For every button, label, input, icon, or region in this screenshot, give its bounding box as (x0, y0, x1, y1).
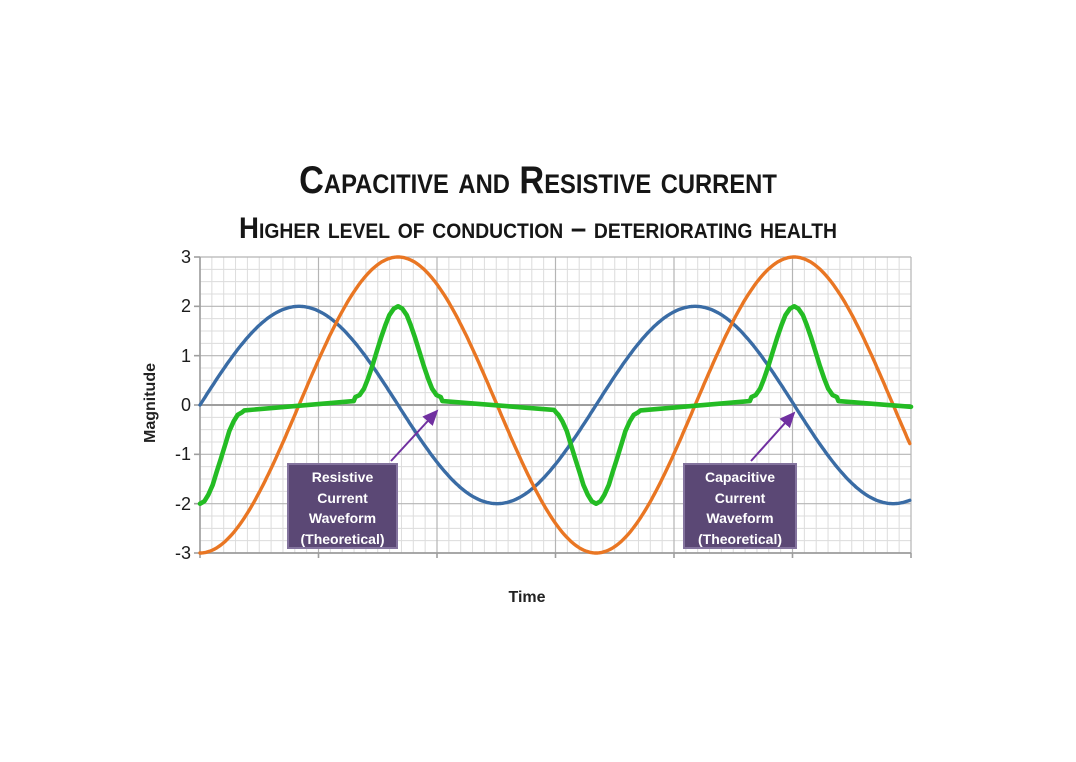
y-tick-label: 0 (180, 395, 191, 415)
callout-line: Capacitive (704, 469, 776, 485)
capacitive-current-callout: Capacitive Current Waveform (Theoretical… (683, 463, 797, 549)
y-tick-label: 2 (180, 296, 191, 317)
y-tick-label: -3 (174, 543, 191, 563)
resistive-current-callout: Resistive Current Waveform (Theoretical) (287, 463, 398, 549)
resistive-callout-arrow (390, 409, 439, 462)
unlabeled-orange-wave-curve (198, 255, 912, 555)
y-tick-label: 1 (180, 345, 191, 366)
chart-title: Capacitive and Resistive current (299, 159, 777, 202)
callout-line: Waveform (308, 510, 377, 526)
y-tick-label: 3 (180, 247, 191, 267)
callout-line: (Theoretical) (697, 530, 782, 547)
callout-line: Current (714, 489, 766, 506)
resistive-current-curve (197, 303, 914, 507)
capacitive-callout-arrow (750, 411, 796, 462)
callout-line: (Theoretical) (300, 530, 385, 547)
y-axis-title: Magnitude (142, 363, 159, 443)
x-axis-title: Time (508, 589, 546, 606)
y-tick-label: -2 (174, 493, 191, 514)
callout-line: Waveform (706, 510, 774, 526)
callout-line: Current (317, 489, 368, 506)
callout-line: Resistive (311, 469, 374, 485)
axis-ticks (194, 256, 912, 558)
capacitive-current-curve (198, 304, 912, 506)
chart-subtitle: Higher level of conduction – deteriorati… (239, 212, 837, 245)
y-tick-label: -1 (174, 444, 191, 465)
